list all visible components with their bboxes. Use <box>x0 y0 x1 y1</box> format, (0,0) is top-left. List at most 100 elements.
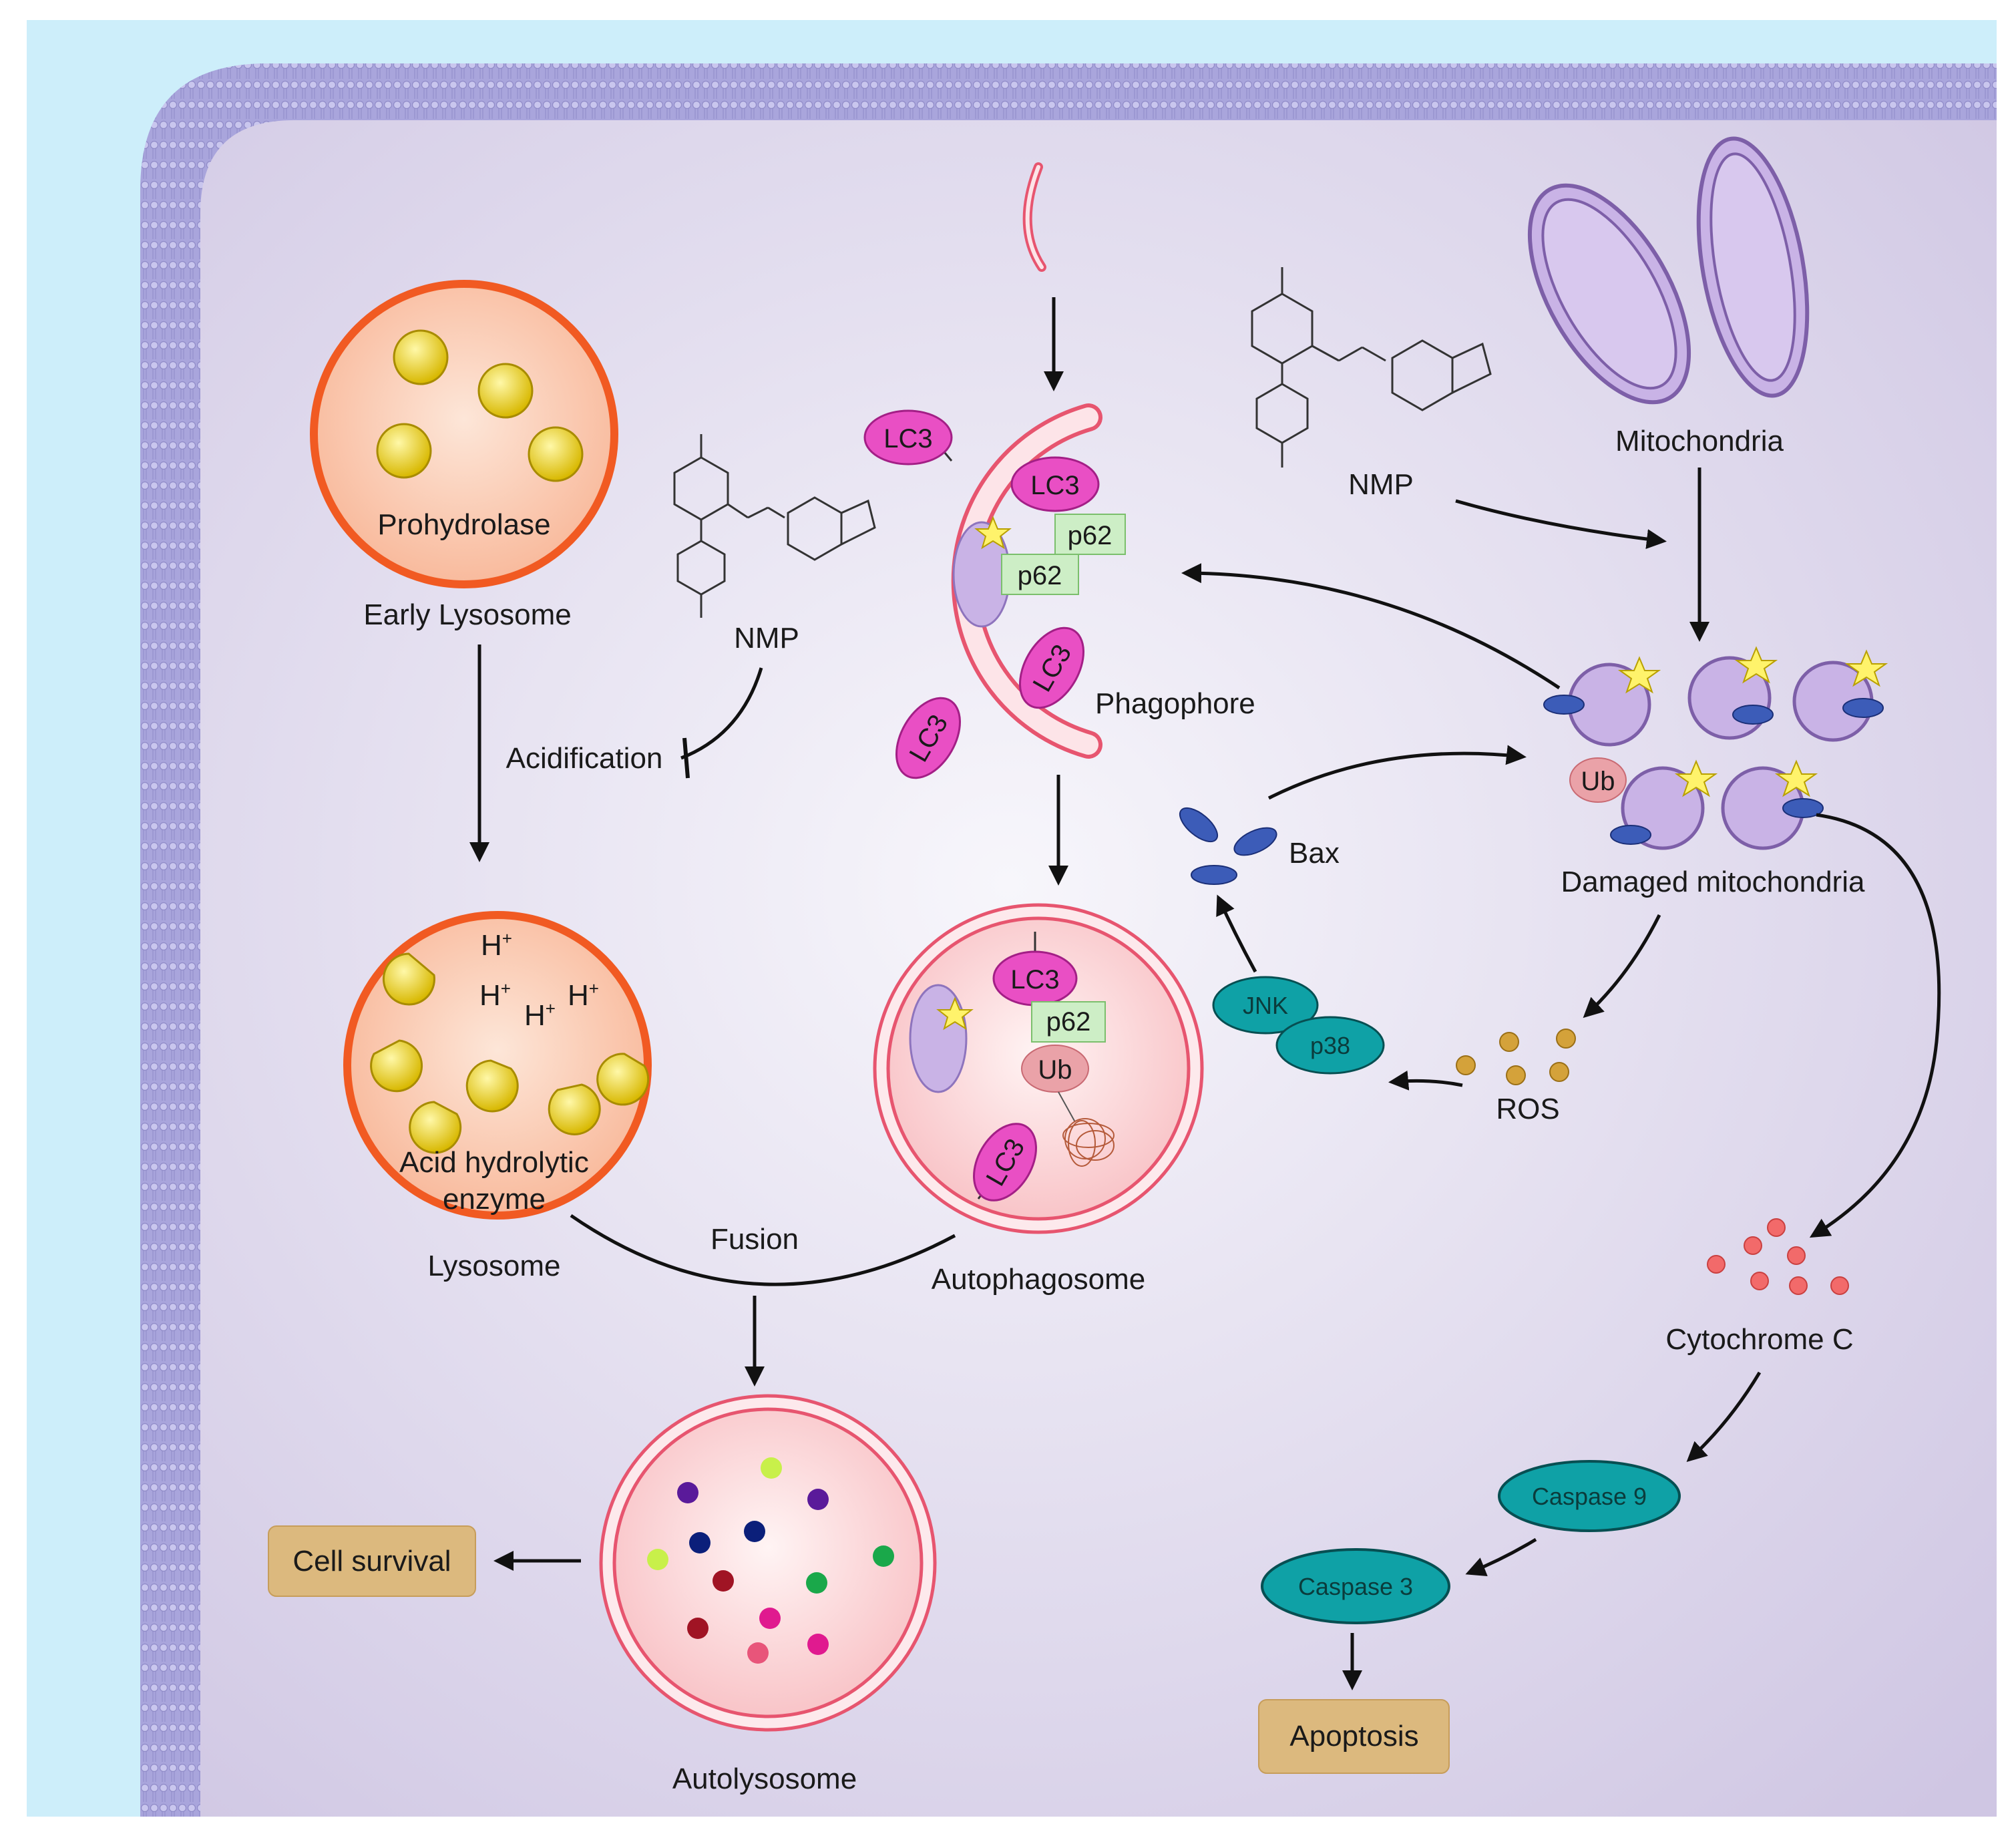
damage-star-icon <box>1844 649 1888 687</box>
inhibition-bar <box>682 737 690 779</box>
ub-protein <box>1569 757 1627 803</box>
early-lysosome: Prohydrolase <box>310 280 618 588</box>
autolysosome-label: Autolysosome <box>672 1763 857 1795</box>
arrow-mito-to-cytochrome <box>1809 813 1941 1238</box>
phagophore: LC3 LC3 LC3 LC3 p62 p62 <box>863 403 1126 779</box>
ros-particles <box>1456 1029 1576 1085</box>
prohydrolase-granule <box>477 363 534 419</box>
digested-particle <box>677 1482 698 1503</box>
svg-text:Ub: Ub <box>1581 767 1615 796</box>
damage-star-icon <box>936 996 974 1031</box>
lc3-protein <box>1010 456 1100 512</box>
phagophore-label: Phagophore <box>1095 687 1255 720</box>
apoptosis-box <box>1258 1699 1450 1774</box>
jnk-protein <box>1212 976 1319 1035</box>
bax-protein <box>1610 825 1651 845</box>
damaged-mitochondrion <box>1610 759 1718 850</box>
svg-text:LC3: LC3 <box>883 424 932 453</box>
arrow-nmp-to-mitochondria <box>1455 499 1667 550</box>
digested-particle <box>689 1532 711 1553</box>
p62-protein <box>1054 514 1126 555</box>
svg-text:LC3: LC3 <box>1010 965 1059 994</box>
lysosome: H+ H+ H+ H+ Acid hydrolytic enzyme <box>343 911 652 1220</box>
arrow-ros-to-p38 <box>1388 1070 1463 1091</box>
acidification-label: Acidification <box>506 742 663 775</box>
aggregated-protein-icon <box>1062 1118 1115 1167</box>
apoptosis-label: Apoptosis <box>1289 1720 1418 1753</box>
h-plus-1: H+ <box>481 928 512 962</box>
damage-star-icon <box>1617 656 1661 694</box>
lc3-protein <box>973 1123 1037 1202</box>
arrow-jnk-to-bax <box>1216 894 1257 973</box>
autolysosome <box>599 1394 937 1732</box>
caspase-9 <box>1498 1460 1681 1532</box>
damaged-mitochondrion <box>1543 656 1661 747</box>
ros-label: ROS <box>1496 1093 1559 1125</box>
digested-particle <box>647 1549 668 1570</box>
ub-protein <box>1021 1045 1089 1093</box>
acid-hydrolytic-label: Acid hydrolytic <box>399 1146 589 1179</box>
lc3-protein <box>863 409 953 466</box>
digested-particle <box>687 1618 709 1639</box>
digested-particle <box>807 1489 829 1510</box>
mitochondria-label: Mitochondria <box>1615 425 1784 457</box>
fusion-label: Fusion <box>711 1223 799 1256</box>
arrow-mito-to-ros <box>1583 914 1661 1019</box>
acid-hydrolytic-enzyme <box>370 952 650 1154</box>
lysosome-label: Lysosome <box>428 1250 561 1282</box>
svg-text:p62: p62 <box>1018 561 1062 590</box>
digested-particle <box>807 1634 829 1655</box>
nmp-label-right: NMP <box>1348 468 1414 501</box>
h-plus-4: H+ <box>524 998 556 1032</box>
arrow-caspase9-to-caspase3 <box>1465 1537 1537 1577</box>
prohydrolase-label: Prohydrolase <box>377 508 550 541</box>
svg-text:Caspase 3: Caspase 3 <box>1298 1573 1413 1600</box>
p62-protein <box>1001 554 1079 595</box>
damaged-mitochondria-cluster: Ub <box>1543 646 1888 850</box>
nmp-structure-left <box>673 434 876 618</box>
p38-protein <box>1275 1016 1385 1075</box>
prohydrolase-granule <box>376 423 432 479</box>
arrow-bax-to-mitochondria <box>1267 745 1527 800</box>
p62-protein <box>1031 1001 1106 1043</box>
bax-label: Bax <box>1289 837 1340 870</box>
damage-star-icon <box>974 516 1012 550</box>
bax-protein <box>1732 705 1774 725</box>
damaged-mitochondrion <box>1687 646 1778 740</box>
arrow-cytochrome-to-caspase9 <box>1686 1371 1762 1463</box>
svg-text:JNK: JNK <box>1243 992 1288 1019</box>
digested-particle <box>747 1642 769 1664</box>
damage-star-icon <box>1674 759 1718 797</box>
h-plus-2: H+ <box>479 978 511 1012</box>
bax-proteins <box>1179 807 1277 885</box>
fusion-curve <box>570 1214 956 1286</box>
digested-particle <box>873 1545 894 1567</box>
arrow-mito-to-phagophore <box>1181 563 1561 690</box>
cell-survival-box <box>268 1525 476 1597</box>
cytochrome-c-particles <box>1707 1218 1849 1295</box>
damage-star-icon <box>1774 759 1818 797</box>
cell-survival-label: Cell survival <box>292 1545 451 1578</box>
svg-text:LC3: LC3 <box>1030 471 1079 500</box>
cytochrome-c-label: Cytochrome C <box>1665 1323 1853 1356</box>
autophagosome: LC3 p62 Ub LC3 <box>873 903 1204 1234</box>
mitochondria <box>1527 136 1810 405</box>
digested-particle <box>759 1608 781 1629</box>
digested-particle <box>806 1572 827 1594</box>
lc3-protein <box>1019 626 1084 709</box>
engulfed-mitochondrion <box>909 984 968 1093</box>
digested-particle <box>761 1457 782 1479</box>
svg-text:Caspase 9: Caspase 9 <box>1532 1483 1647 1510</box>
svg-text:Ub: Ub <box>1038 1055 1072 1085</box>
digested-particle <box>744 1521 765 1542</box>
prohydrolase-granule <box>528 426 584 482</box>
damage-star-icon <box>1734 646 1778 684</box>
early-lysosome-label: Early Lysosome <box>363 598 571 631</box>
damaged-mitochondria-label: Damaged mitochondria <box>1561 866 1865 898</box>
h-plus-3: H+ <box>568 978 599 1012</box>
nmp-structure-right <box>1251 267 1492 468</box>
bax-protein <box>1782 798 1824 818</box>
damaged-mitochondrion <box>1721 759 1824 850</box>
